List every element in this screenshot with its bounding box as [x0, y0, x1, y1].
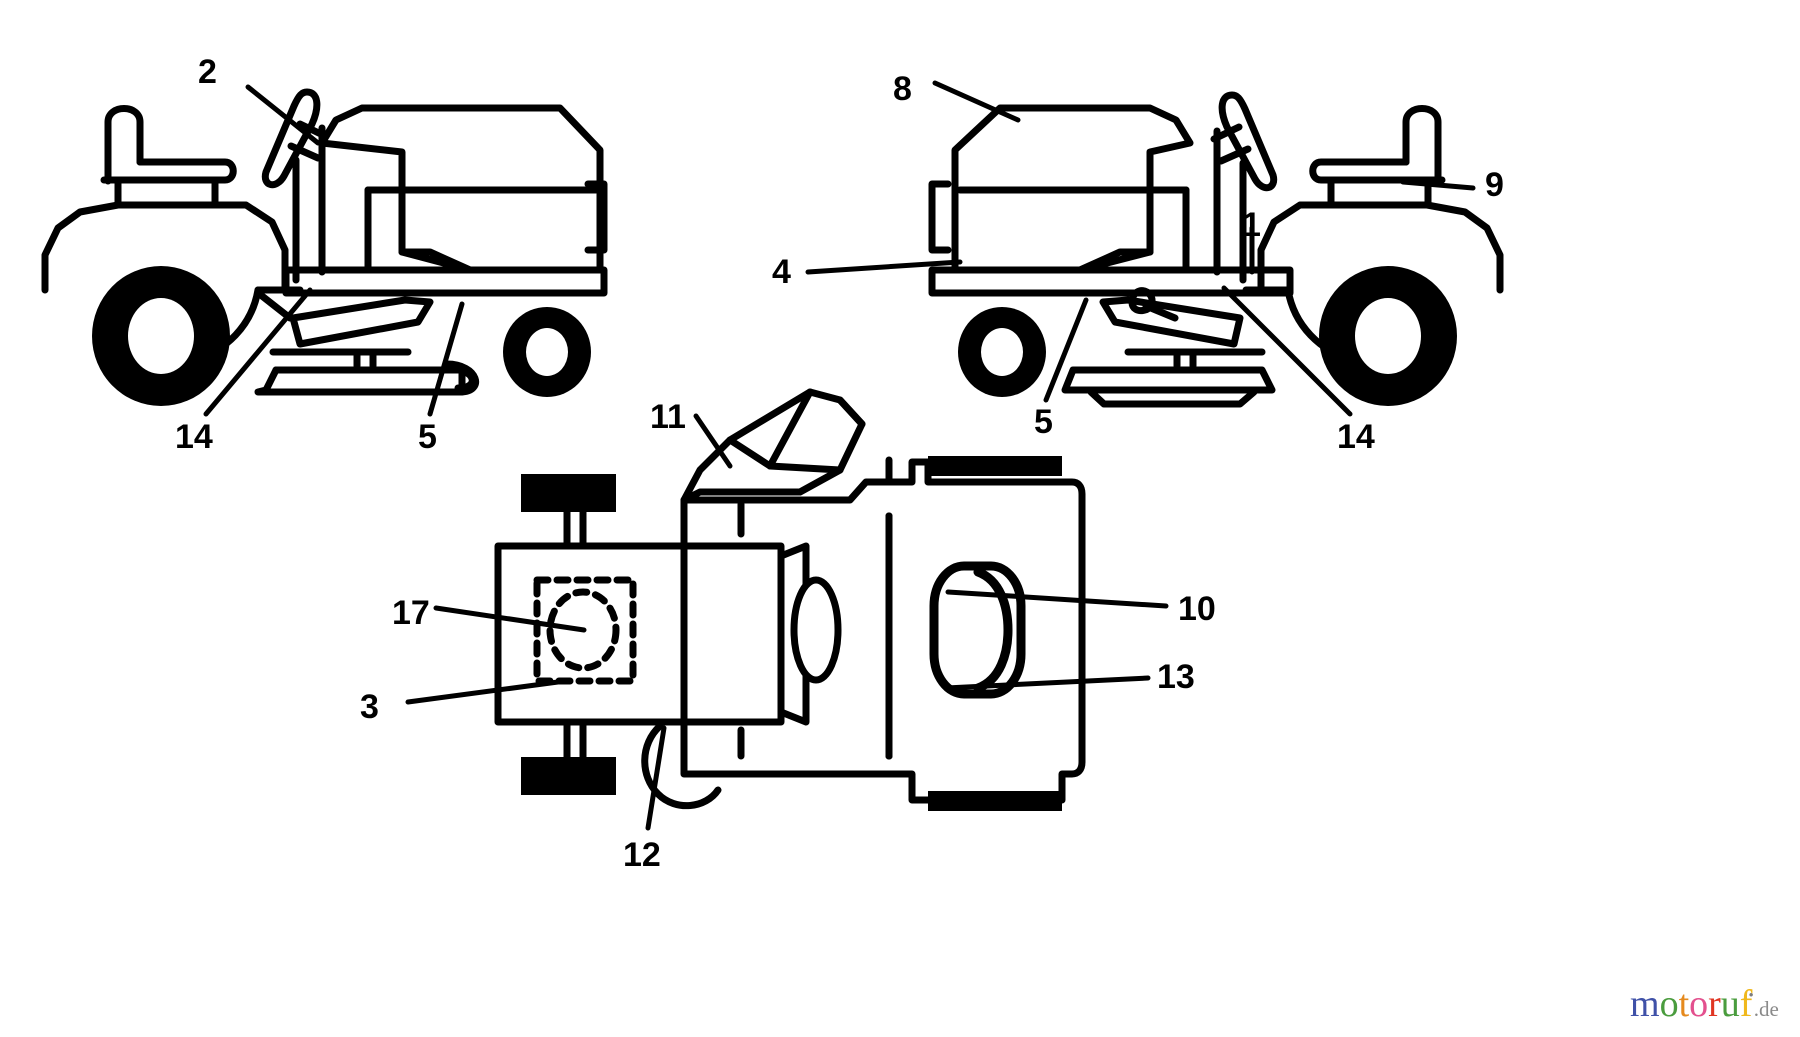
leader-10 [945, 589, 1169, 609]
callout-label-2: 2 [198, 53, 217, 91]
right-view-deck-shell [1061, 366, 1276, 394]
top-view-bar-top [928, 456, 1062, 476]
logo-letter-f: f [1739, 983, 1753, 1025]
callout-label-10: 10 [1178, 590, 1216, 628]
callout-leader-lines [203, 80, 1476, 831]
callout-label-1: 1 [1242, 206, 1261, 244]
logo-letter-r: r [1708, 983, 1721, 1025]
callout-label-4: 4 [772, 253, 791, 291]
logo-letter-m: m [1630, 983, 1660, 1025]
leader-12 [645, 725, 667, 831]
top-view-wheel-upper-left [521, 474, 616, 512]
left-view-rear-wheel [92, 266, 230, 406]
top-view-hood-fold-2 [766, 388, 814, 470]
right-view-frame-shadow [1076, 248, 1154, 274]
left-view-seat-cushion [100, 158, 237, 184]
right-view-steering-spoke-2 [1217, 145, 1252, 165]
left-view-grille [584, 180, 608, 254]
callout-label-12: 12 [623, 836, 661, 874]
callout-label-5-left: 5 [418, 418, 437, 456]
tractor-left-side-view [41, 88, 608, 406]
top-view-hood-fold-3 [836, 396, 866, 428]
callout-label-9: 9 [1485, 166, 1504, 204]
right-view-steering-wheel [1218, 91, 1278, 192]
leader-14b [1221, 285, 1353, 417]
left-view-frame-brace [258, 292, 294, 322]
leader-5a [427, 301, 465, 417]
leader-2 [245, 84, 321, 146]
callout-label-14-right: 14 [1337, 418, 1375, 456]
logo-letter-u: u [1720, 983, 1740, 1025]
top-view-drive-belt [641, 722, 722, 810]
left-view-steering-wheel [261, 88, 321, 189]
logo-registered-dot: • [1748, 988, 1754, 1004]
leader-11 [693, 413, 733, 469]
right-view-deck-hanger [1173, 348, 1197, 370]
leader-14a [203, 287, 313, 417]
right-view-deck-arm [1099, 296, 1244, 348]
callout-label-14-left: 14 [175, 418, 213, 456]
left-view-deck-chute-inner [446, 364, 476, 392]
left-view-frame [282, 266, 608, 297]
top-view-deck-panel-dashed [533, 576, 637, 685]
leader-4 [805, 259, 963, 275]
callout-label-5-right: 5 [1034, 403, 1053, 441]
top-view-deck-hole-dashed [546, 588, 620, 672]
left-view-steering-spoke-2 [287, 142, 322, 162]
left-view-seat-back [104, 105, 144, 185]
callout-label-3: 3 [360, 688, 379, 726]
logo-letter-o2: o [1689, 983, 1709, 1025]
top-view-left-axle-lower [563, 718, 587, 764]
motoruf-logo[interactable]: motoruf•.de [1630, 985, 1779, 1023]
right-view-grille [928, 180, 952, 254]
right-view-shift-lever-rod [1142, 302, 1179, 322]
leader-5b [1043, 297, 1089, 403]
leader-17 [433, 605, 587, 633]
top-view-wheel-lower-left [521, 757, 616, 795]
right-view-deck-lip [1087, 388, 1258, 408]
right-view-front-wheel [958, 307, 1046, 397]
leader-9 [1400, 179, 1476, 191]
leader-3 [405, 679, 561, 705]
left-view-deck-hanger [353, 348, 377, 370]
callout-label-11: 11 [650, 398, 686, 436]
left-view-deck-arm [289, 296, 434, 348]
callout-label-13: 13 [1157, 658, 1195, 696]
right-view-seat-cushion [1309, 158, 1446, 184]
leader-8 [932, 80, 1021, 123]
logo-tld: .de [1753, 997, 1779, 1021]
top-view-bar-bottom [928, 791, 1062, 811]
mower-deck-top-view [494, 388, 1086, 811]
leader-13 [943, 675, 1151, 691]
callout-label-8: 8 [893, 70, 912, 108]
left-view-frame-shadow [398, 248, 474, 274]
tractor-right-side-view [928, 91, 1504, 408]
top-view-neck-opening [790, 576, 842, 684]
top-view-engine-ring-inner [973, 567, 1013, 693]
right-view-rear-wheel [1319, 266, 1457, 406]
logo-letter-o1: o [1659, 983, 1679, 1025]
left-view-front-wheel [503, 307, 591, 397]
logo-letter-t: t [1678, 983, 1690, 1025]
left-view-deck-shell [254, 366, 466, 396]
right-view-seat-back [1402, 105, 1442, 185]
top-view-deck-body [494, 542, 785, 726]
callout-label-17: 17 [392, 594, 430, 632]
